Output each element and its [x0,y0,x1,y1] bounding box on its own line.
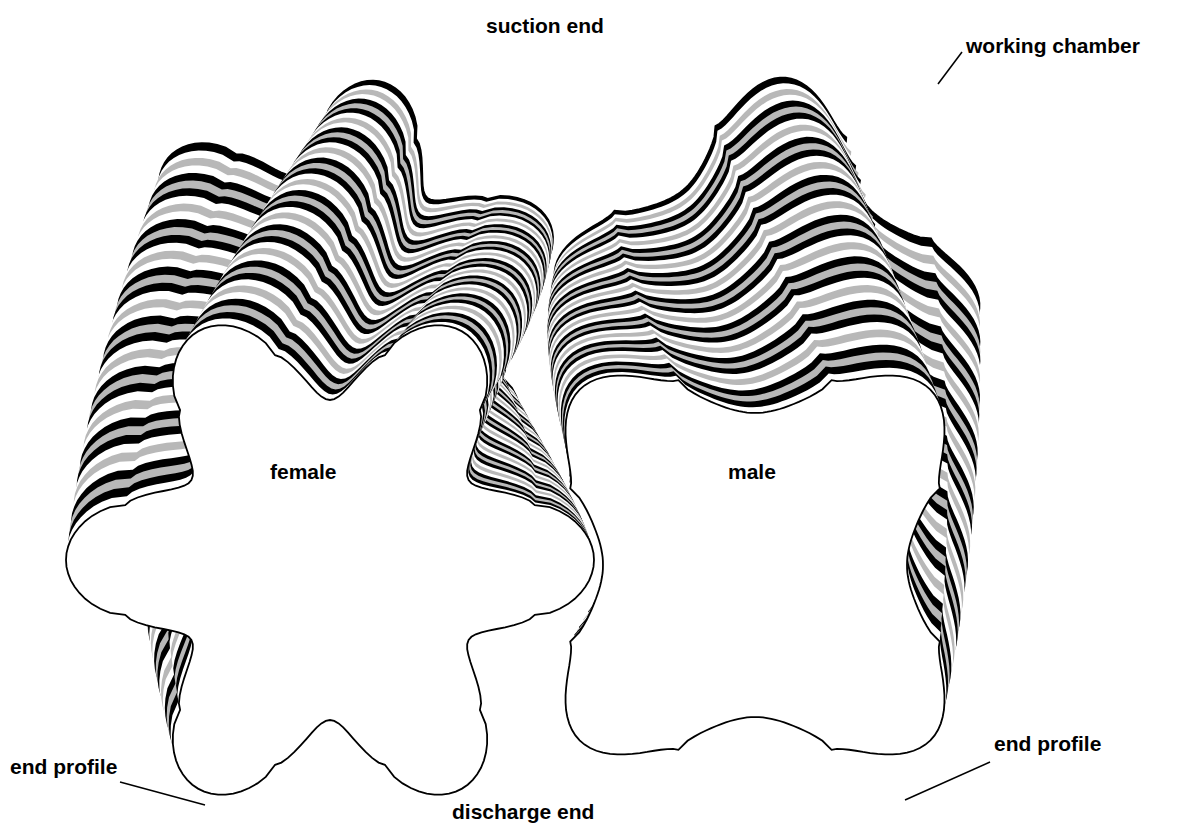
female-end-profile [66,325,594,794]
part-label: end profile [10,755,117,778]
rotor-pair [29,5,1105,831]
part-label: suction end [486,14,604,37]
part-label: end profile [994,732,1101,755]
part-label: working chamber [966,34,1140,57]
rotor-label: female [270,460,337,483]
part-label: discharge end [452,800,594,823]
rotor-label: male [728,460,776,483]
leader-line [120,782,205,805]
leader-line [938,52,962,84]
leader-line [905,762,990,800]
male-end-profile [404,214,1105,831]
